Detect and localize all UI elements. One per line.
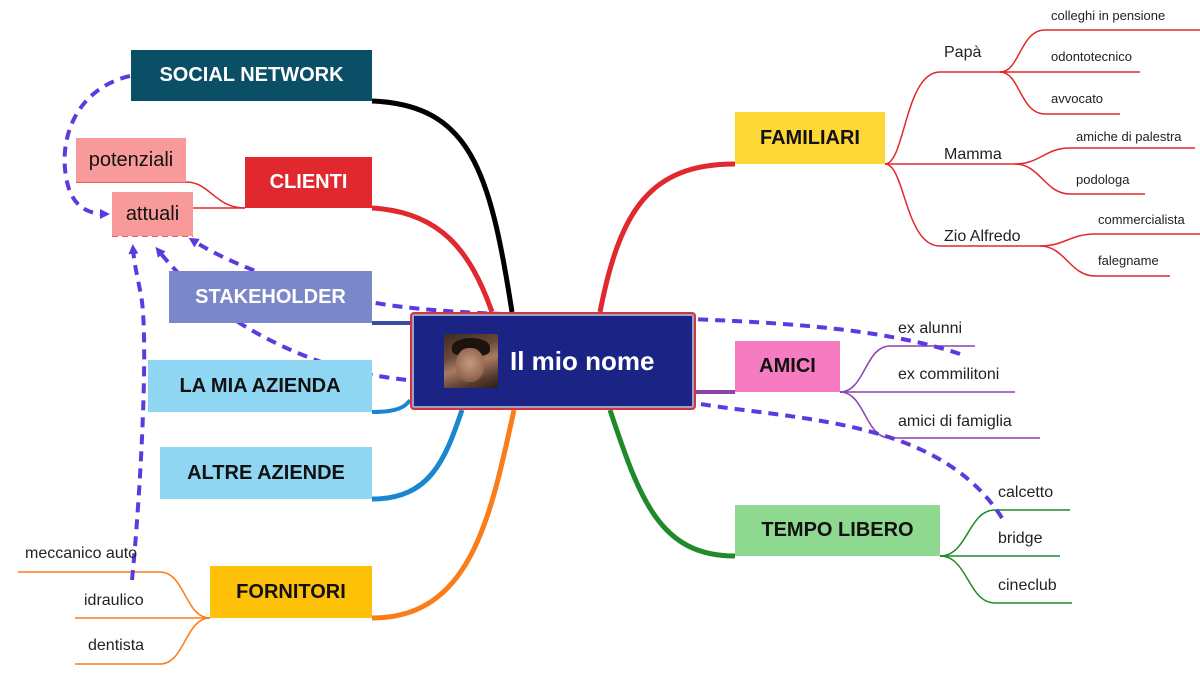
amici-item[interactable]: ex commilitoni	[898, 366, 1000, 383]
clienti-potenziali[interactable]: potenziali	[76, 138, 186, 182]
amici-item[interactable]: amici di famiglia	[898, 413, 1012, 430]
papa-item[interactable]: colleghi in pensione	[1051, 8, 1166, 23]
branch-fornitori[interactable]: FORNITORI	[210, 566, 372, 618]
dashed-arrow-idraulico	[128, 244, 147, 581]
tempo-libero-item[interactable]: bridge	[998, 530, 1043, 547]
central-title: Il mio nome	[510, 345, 655, 376]
papa-item[interactable]: odontotecnico	[1051, 49, 1132, 64]
fornitori-item[interactable]: meccanico auto	[25, 545, 138, 562]
branch-altre-aziende[interactable]: ALTRE AZIENDE	[160, 447, 372, 499]
connector-fornitori	[371, 409, 517, 621]
papa-item[interactable]: avvocato	[1051, 91, 1104, 106]
fornitori-item[interactable]: dentista	[88, 637, 145, 654]
amici-item[interactable]: ex alunni	[898, 320, 963, 337]
familiari-papa[interactable]: Papà	[944, 44, 982, 61]
branch-stakeholder[interactable]: STAKEHOLDER	[169, 271, 372, 323]
clienti-attuali[interactable]: attuali	[112, 192, 193, 236]
portrait-photo	[444, 334, 498, 388]
mamma-item[interactable]: podologa	[1076, 172, 1130, 187]
branch-social-network[interactable]: SOCIAL NETWORK	[131, 50, 372, 101]
tempo-libero-item[interactable]: cineclub	[998, 577, 1057, 594]
zio-item[interactable]: falegname	[1098, 253, 1159, 268]
branch-la-mia-azienda[interactable]: LA MIA AZIENDA	[148, 360, 372, 412]
zio-item[interactable]: commercialista	[1098, 212, 1185, 227]
dashed-arrow-social-network	[62, 74, 131, 219]
familiari-zio[interactable]: Zio Alfredo	[944, 228, 1021, 245]
branch-amici[interactable]: AMICI	[735, 341, 840, 392]
connector-la-mia-azienda	[371, 398, 412, 414]
connector-social-network	[371, 98, 515, 313]
mamma-item[interactable]: amiche di palestra	[1076, 129, 1182, 144]
branch-familiari[interactable]: FAMILIARI	[735, 112, 885, 164]
connector-familiari	[597, 161, 736, 313]
branch-clienti[interactable]: CLIENTI	[245, 157, 372, 208]
familiari-mamma[interactable]: Mamma	[944, 146, 1002, 163]
connector-clienti	[371, 205, 495, 313]
fornitori-item[interactable]: idraulico	[84, 592, 144, 609]
connector-potenziali	[185, 181, 246, 209]
connector-altre-aziende	[371, 409, 465, 502]
branch-tempo-libero[interactable]: TEMPO LIBERO	[735, 505, 940, 556]
tempo-libero-item[interactable]: calcetto	[998, 484, 1054, 501]
connector-tempo-libero	[607, 409, 736, 559]
central-node[interactable]: Il mio nome	[410, 312, 696, 410]
